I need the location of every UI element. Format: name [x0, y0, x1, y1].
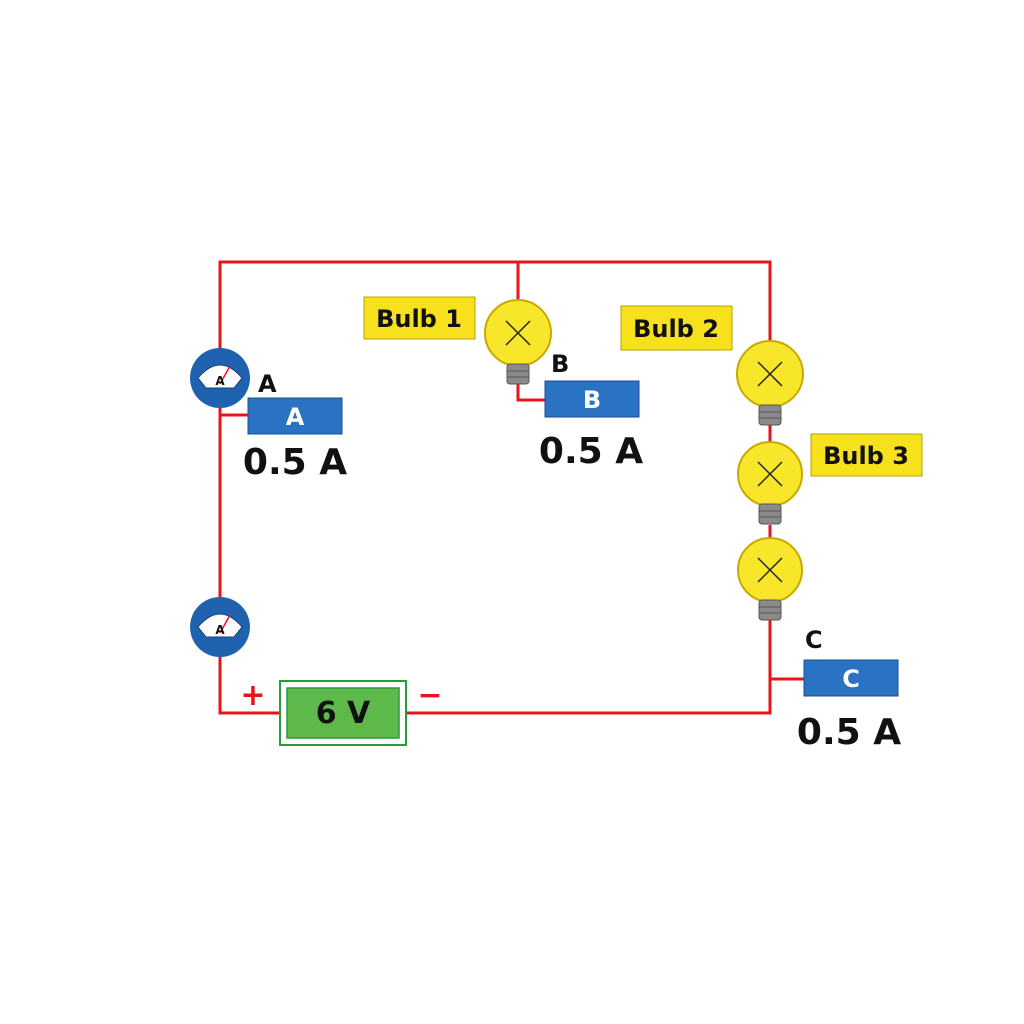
bulb2-label: Bulb 2	[633, 315, 719, 343]
ammeter-a-letter: A	[258, 370, 277, 398]
ammeter-bottom-glyph: A	[215, 623, 225, 637]
bulb3-label-box	[810, 433, 923, 477]
wire-left-top	[218, 260, 772, 350]
meter-c-reading: 0.5 A	[797, 712, 901, 753]
ammeter-top-needle	[219, 365, 231, 385]
wire-bulb1-to-meter-b	[516, 384, 546, 402]
ammeter-top-glyph: A	[215, 374, 225, 388]
meter-b-box-label: B	[583, 386, 601, 414]
meter-b-letter: B	[551, 350, 569, 378]
ammeter-bottom-dial	[197, 613, 243, 638]
battery-plus: +	[240, 678, 265, 713]
meter-a-reading: 0.5 A	[243, 442, 347, 483]
meter-a-box-label: A	[286, 403, 305, 431]
wire-left-bottom	[218, 656, 280, 715]
bulb3	[737, 441, 803, 525]
battery-label: 6 V	[316, 696, 371, 731]
meter-a-box	[247, 397, 343, 435]
bulb1-label: Bulb 1	[376, 305, 462, 333]
battery-minus: −	[417, 678, 442, 713]
bulb2-label-box	[620, 305, 733, 351]
wire-bottom-right	[405, 620, 772, 715]
bulb3-label: Bulb 3	[823, 442, 909, 470]
ammeter-bottom: A	[190, 597, 250, 657]
bulb1	[484, 299, 552, 385]
wires	[218, 260, 805, 715]
meter-c-box-label: C	[842, 665, 860, 693]
meter-c-letter: C	[805, 626, 823, 654]
meter-b-reading: 0.5 A	[539, 431, 643, 472]
bulb2	[736, 340, 804, 426]
meter-b-box	[544, 380, 640, 418]
bulb4-base	[758, 599, 782, 621]
bulb1-label-box	[363, 296, 476, 340]
bulb2-base	[758, 404, 782, 426]
battery-body	[286, 687, 400, 739]
bulb4	[737, 537, 803, 621]
meter-c-box	[803, 659, 899, 697]
ammeter-bottom-needle	[219, 614, 231, 634]
bulb3-base	[758, 503, 782, 525]
bulb1-filament-b	[505, 320, 531, 346]
bulb1-base	[506, 363, 530, 385]
ammeter-top: A	[190, 348, 250, 408]
ammeter-top-dial	[197, 364, 243, 389]
